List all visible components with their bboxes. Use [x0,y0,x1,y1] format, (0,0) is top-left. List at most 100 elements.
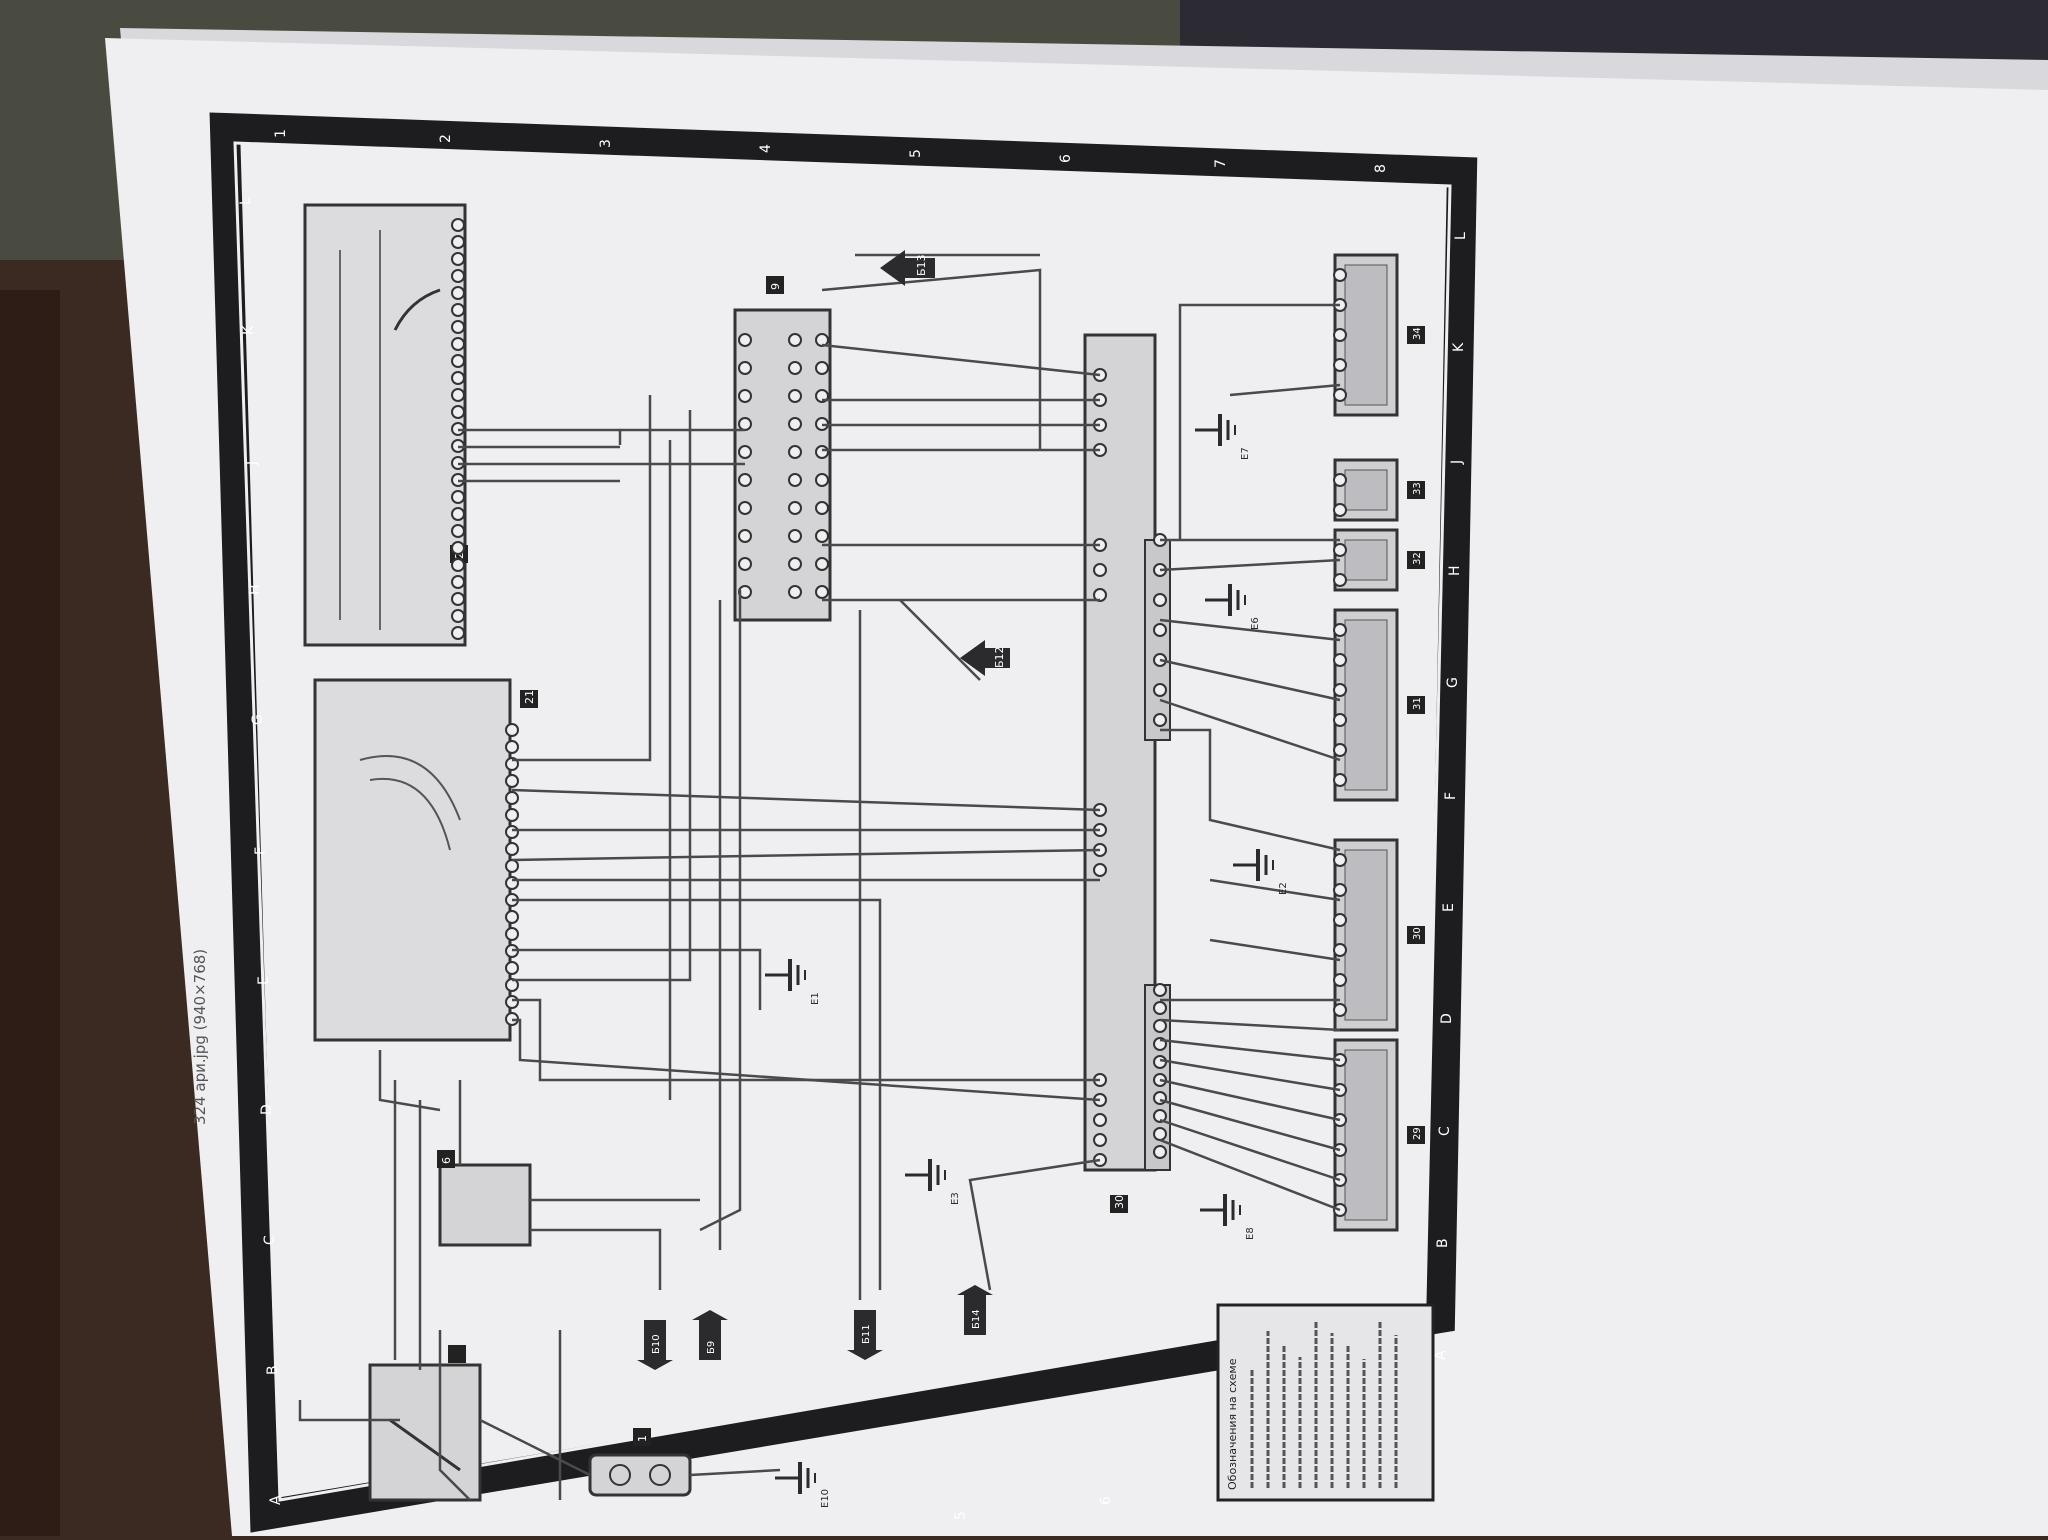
pin [738,361,752,375]
wiring [298,253,1341,1501]
wire [1159,558,1341,572]
ground-symbol: E1 [765,959,821,1005]
pin [505,774,519,788]
ground-symbol: E8 [1200,1194,1256,1240]
wire [1159,1058,1341,1092]
ground-label: E2 [1278,882,1289,895]
wire [1178,303,1340,540]
ground-label: E8 [1245,1227,1256,1240]
diagram-frame [209,112,1478,1533]
pin [788,501,802,515]
lamp-id: 31 [1412,697,1423,710]
frame-number: 2 [438,134,454,143]
wire [512,410,692,982]
pin [738,389,752,403]
pin [451,524,465,538]
pin [505,825,519,839]
wire [1159,1038,1341,1062]
arrow-label: Б9 [692,1310,728,1360]
frame-letter: H [1447,565,1463,576]
pin [505,842,519,856]
svg-text:Б11: Б11 [861,1324,872,1344]
wire [512,898,882,1290]
wire [511,788,1101,812]
pin [738,501,752,515]
pin [815,501,829,515]
pin [1093,1133,1107,1147]
frame-number: 3 [598,139,614,148]
connector-bus: 30 [1083,333,1171,1213]
pin [505,961,519,975]
frame-letter: B [265,1365,281,1375]
arrow-label: Б14 [957,1285,993,1335]
wire [699,590,742,1232]
svg-text:Б10: Б10 [651,1334,662,1354]
frame-letter: E [1441,903,1457,912]
pin [505,723,519,737]
wire [479,1418,591,1477]
frame-letter: J [244,461,260,466]
wire [512,1018,1101,1102]
frame-letter: J [1449,460,1465,465]
wire [821,268,1042,450]
page-header: 324 ари.jpg (940×768) [191,949,209,1125]
legend-box: Обозначения на схеме [1216,1303,1435,1502]
frame-letter: D [259,1104,275,1115]
svg-text:Б9: Б9 [706,1341,717,1354]
ground-symbol: E10 [775,1462,831,1508]
pin [505,740,519,754]
pin [505,927,519,941]
frame-number: 6 [1058,154,1074,163]
wire [1159,658,1341,702]
pin [1153,593,1167,607]
wire [689,1468,781,1477]
wire [821,343,1101,377]
ground-symbol: E2 [1233,849,1289,895]
pin [451,371,465,385]
wire [512,948,762,1010]
svg-text:Б12: Б12 [993,646,1006,668]
pin [788,529,802,543]
frame-letter: K [1451,342,1467,352]
wire [1209,878,1341,902]
svg-text:9: 9 [769,283,782,290]
pin [451,235,465,249]
pin [788,445,802,459]
frame-letter: C [1437,1126,1453,1136]
wire [1159,618,1341,642]
wire [378,1050,441,1112]
frame-number: 8 [1373,164,1389,173]
wire [1209,938,1341,962]
wire [1159,1018,1341,1032]
pin [451,609,465,623]
pin [451,303,465,317]
pin [738,557,752,571]
pin [788,361,802,375]
wire [1159,1118,1341,1182]
frame-letter: G [250,714,266,725]
pin [815,445,829,459]
wire [438,1330,471,1501]
frame-letter: L [1453,232,1469,240]
lamp-id: 33 [1412,482,1423,495]
lamp-id: 34 [1412,327,1423,340]
ground-label: E3 [950,1192,961,1205]
pin [505,995,519,1009]
pin [451,252,465,266]
pin [1093,1113,1107,1127]
wire [298,1400,400,1422]
fuse-block-top: 9 [733,276,832,622]
pin [451,575,465,589]
pin [505,910,519,924]
arrow-label: Б10 [637,1320,673,1370]
wire [512,395,652,762]
svg-text:1: 1 [636,1435,649,1442]
pin [451,558,465,572]
pin [451,626,465,640]
lamp-id: 29 [1412,1127,1423,1140]
pin [738,445,752,459]
pin [451,592,465,606]
